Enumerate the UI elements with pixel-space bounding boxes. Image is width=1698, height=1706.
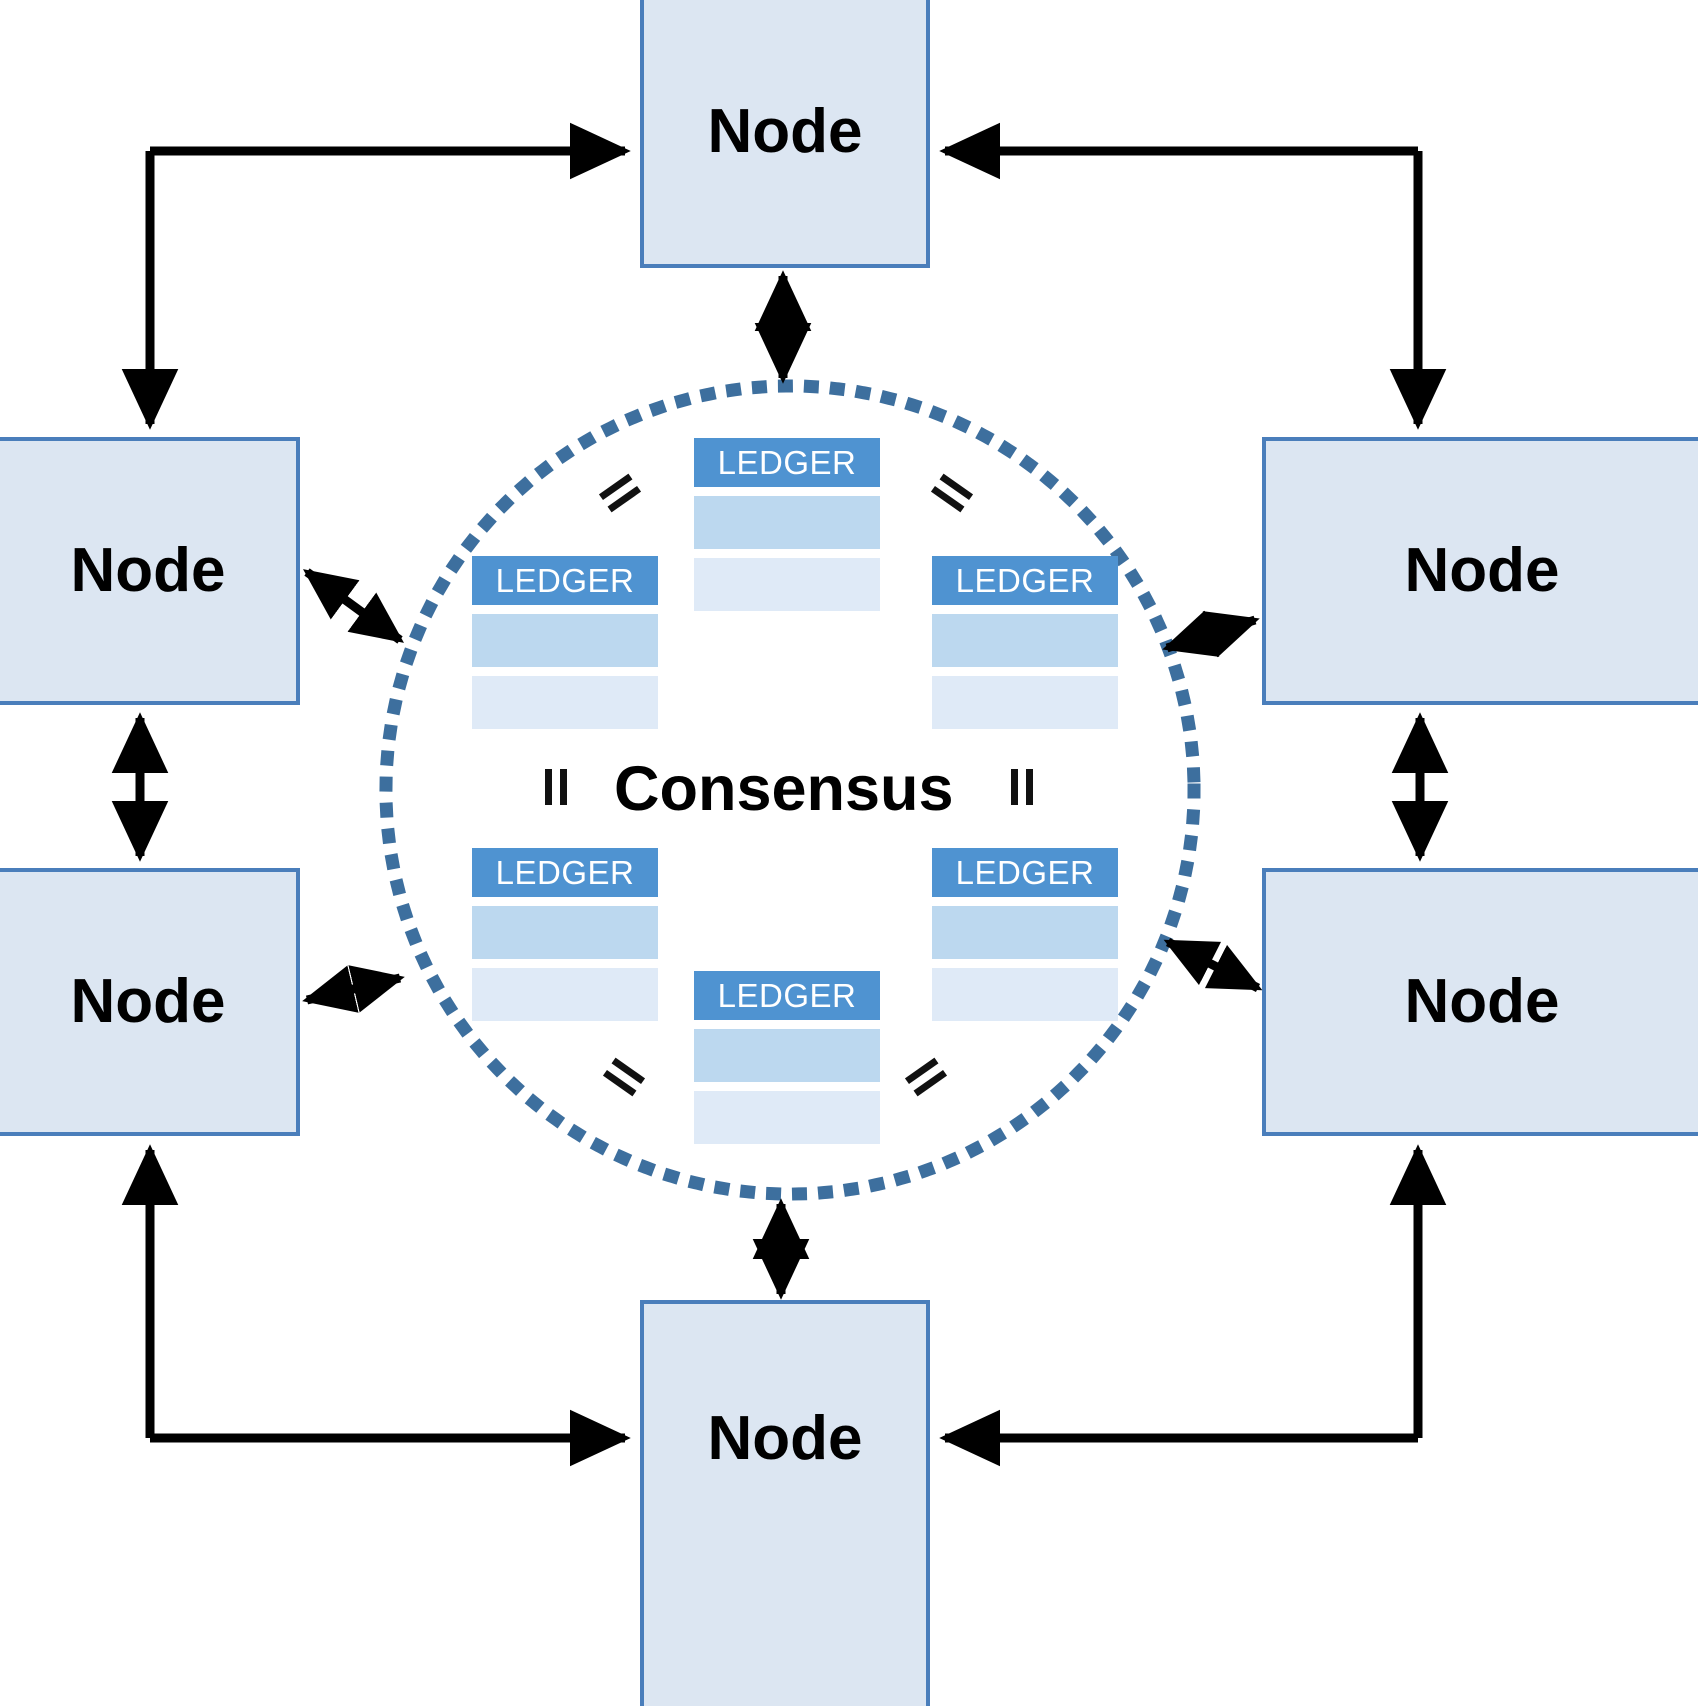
node-left-lower[interactable]: Node (0, 868, 300, 1136)
node-label: Node (1404, 967, 1560, 1036)
node-right-upper[interactable]: Node (1262, 437, 1698, 705)
ledger-lower-left[interactable]: LEDGER (472, 848, 658, 1021)
ledger-header: LEDGER (694, 971, 880, 1020)
node-label: Node (1404, 536, 1560, 605)
node-label: Node (707, 1404, 863, 1473)
ledger-row (472, 906, 658, 959)
connector-right-lower-to-circle (1163, 937, 1263, 993)
connector-outer-top-left (121, 122, 631, 430)
node-right-lower[interactable]: Node (1262, 868, 1698, 1136)
ledger-row (472, 614, 658, 667)
connector-right-upper-to-circle (1162, 610, 1260, 658)
consensus-circle (379, 379, 1201, 1201)
connector-outer-bottom-right (939, 1144, 1447, 1467)
ledger-row (472, 968, 658, 1021)
ledger-header: LEDGER (694, 438, 880, 487)
ledger-row (932, 676, 1118, 729)
connector-outer-bottom-left (121, 1144, 631, 1467)
connector-left-upper-to-circle (303, 568, 404, 644)
ledger-row (694, 1029, 880, 1082)
ledger-header: LEDGER (472, 848, 658, 897)
consensus-label: Consensus (614, 754, 954, 824)
equals-mark-mid-left (541, 769, 571, 805)
node-label: Node (70, 536, 226, 605)
ledger-row (472, 676, 658, 729)
node-label: Node (70, 967, 226, 1036)
node-top[interactable]: Node (640, 0, 930, 268)
ledger-row (932, 968, 1118, 1021)
ledger-header: LEDGER (932, 848, 1118, 897)
ledger-upper-right[interactable]: LEDGER (932, 556, 1118, 729)
ledger-row (932, 614, 1118, 667)
connector-left-lower-to-circle (302, 965, 405, 1013)
ledger-lower-right[interactable]: LEDGER (932, 848, 1118, 1021)
ledger-row (694, 1091, 880, 1144)
node-bottom[interactable]: Node (640, 1300, 930, 1706)
node-label: Node (707, 97, 863, 166)
ledger-row (932, 906, 1118, 959)
ledger-header: LEDGER (932, 556, 1118, 605)
ledger-row (694, 558, 880, 611)
ledger-row (694, 496, 880, 549)
connector-outer-top-right (939, 122, 1447, 430)
ledger-bottom[interactable]: LEDGER (694, 971, 880, 1144)
node-left-upper[interactable]: Node (0, 437, 300, 705)
ledger-top[interactable]: LEDGER (694, 438, 880, 611)
ledger-upper-left[interactable]: LEDGER (472, 556, 658, 729)
equals-mark-mid-right (1007, 769, 1037, 805)
ledger-header: LEDGER (472, 556, 658, 605)
